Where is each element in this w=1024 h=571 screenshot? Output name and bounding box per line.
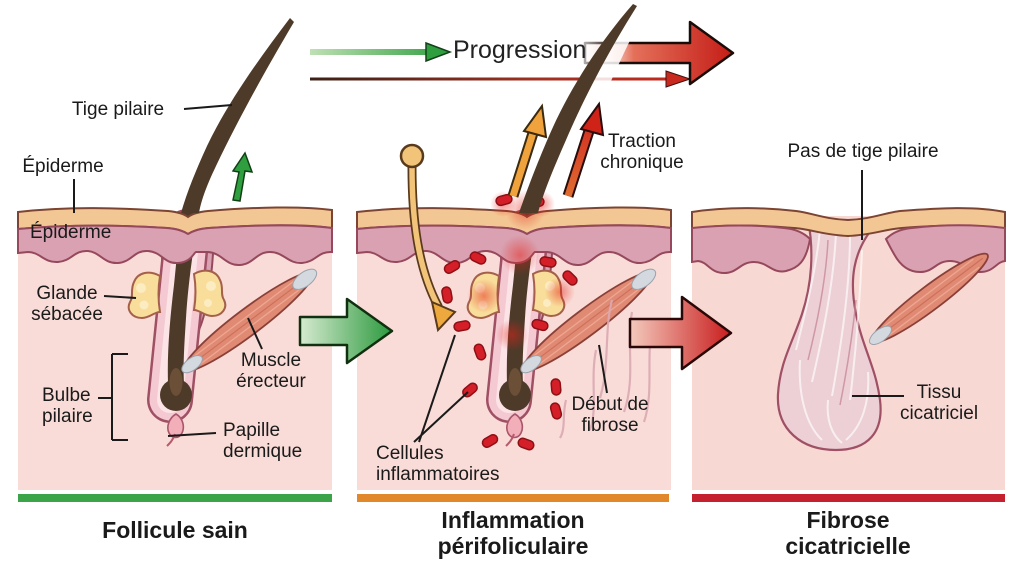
- label-tissu-cicatriciel: Tissu cicatriciel: [899, 382, 979, 424]
- underline-bar-inflammation: [357, 494, 669, 502]
- leader-lines-healthy: [73, 104, 263, 441]
- label-glande-sebacee: Glande sébacée: [31, 283, 103, 325]
- scar-striations-dark: [807, 239, 857, 406]
- mauve-layer: [17, 224, 333, 267]
- growth-arrow: [231, 151, 254, 202]
- label-epiderme-layer: Épiderme: [30, 222, 112, 243]
- label-cellules-inflammatoires: Cellules inflammatoires: [376, 443, 500, 485]
- hair-pull-arrow: [399, 143, 457, 333]
- panel-inflammation-art: [356, 2, 671, 490]
- arrector-muscle: [868, 252, 989, 345]
- label-papille-dermique: Papille dermique: [223, 420, 303, 462]
- transition-arrow-red: [628, 295, 733, 371]
- leader-lines-inflammation: [413, 334, 608, 443]
- label-epiderme-surface: Épiderme: [22, 156, 104, 177]
- label-tige-pilaire: Tige pilaire: [71, 99, 165, 120]
- caption-fibrose: Fibrose cicatricielle: [785, 507, 911, 560]
- panel-fibrosis-art: [691, 170, 1006, 490]
- caption-follicule-sain: Follicule sain: [102, 517, 248, 543]
- scar-striations: [795, 229, 870, 444]
- traction-arrow-orange: [507, 103, 548, 198]
- hair-shaft: [181, 18, 294, 213]
- hair-halo: [584, 2, 644, 112]
- mauve-layer-left: [691, 224, 812, 275]
- label-traction-chronique: Traction chronique: [600, 131, 684, 173]
- leader-lines-fibrosis: [852, 170, 904, 397]
- label-pas-de-tige-pilaire: Pas de tige pilaire: [787, 141, 939, 162]
- transition-arrow-green: [298, 297, 394, 365]
- label-debut-fibrose: Début de fibrose: [571, 394, 649, 436]
- label-bulbe-pilaire: Bulbe pilaire: [42, 385, 93, 427]
- panel-healthy-art: [17, 18, 333, 490]
- progression-label: Progression: [453, 36, 587, 64]
- caption-inflammation: Inflammation périfoliculaire: [437, 507, 589, 560]
- underline-bar-fibrosis: [692, 494, 1005, 502]
- hair-shaft: [519, 4, 637, 213]
- traction-arrow-red: [562, 101, 605, 198]
- label-muscle-erecteur: Muscle érecteur: [236, 350, 306, 392]
- underline-bar-healthy: [18, 494, 332, 502]
